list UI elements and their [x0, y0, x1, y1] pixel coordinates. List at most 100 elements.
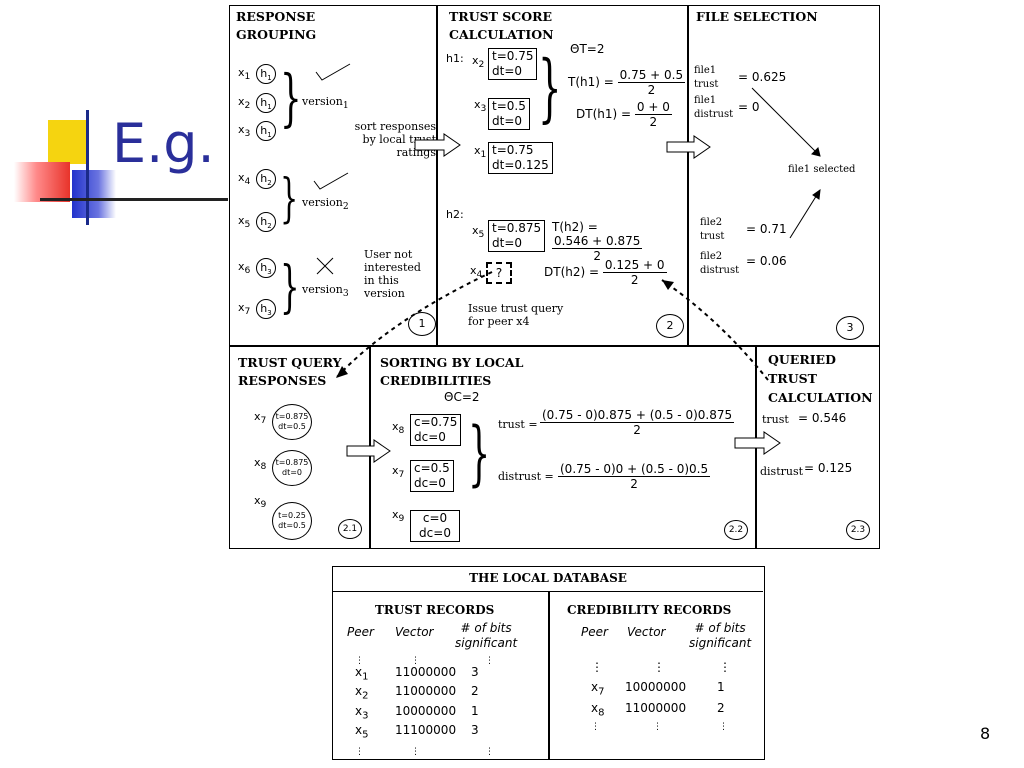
version2-label: version2 [302, 196, 349, 213]
response-list: x1 h1 x2 h1 x3 h1 } version1 sort respon… [236, 60, 436, 340]
box-x8: c=0.75 dc=0 [410, 414, 462, 446]
step-2-2: 2.2 [724, 520, 748, 540]
trust-formula-den: 2 [633, 423, 641, 437]
cross-icon [316, 257, 334, 275]
peer-x6: x6 [238, 260, 251, 277]
step-2-3: 2.3 [846, 520, 870, 540]
box-x3: t=0.5 dt=0 [488, 98, 530, 130]
dt-h1-num: 0 + 0 [634, 100, 672, 115]
panel-title: RESPONSE GROUPING [236, 9, 317, 42]
box-x1: t=0.75 dt=0.125 [488, 142, 553, 174]
h2-label: h2: [446, 208, 464, 221]
box-x9: c=0 dc=0 [410, 510, 460, 542]
dashed-query-arrows [335, 271, 769, 381]
dt-h2-num: 0.125 + 0 [602, 258, 667, 273]
check-icon [315, 63, 351, 81]
dt-h2-den: 2 [630, 273, 639, 287]
hash-h1: h1 [256, 121, 276, 141]
x2-label: x2 [472, 54, 485, 71]
query-responses-content: x7 t=0.875 dt=0.5 x8 t=0.875 dt=0 x9 t=0… [250, 400, 368, 545]
file2-distrust-val: = 0.06 [746, 254, 787, 268]
local-database: THE LOCAL DATABASE TRUST RECORDS Peer Ve… [332, 566, 765, 760]
page-number: 8 [980, 724, 991, 743]
peer-x2: x2 [238, 95, 251, 112]
x8-label: x8 [392, 420, 405, 437]
arrow-icon [666, 135, 711, 159]
logo-yellow-square [48, 120, 88, 164]
step-1: 1 [408, 312, 436, 336]
hash-h2: h2 [256, 212, 276, 232]
hash-h1: h1 [256, 93, 276, 113]
t-h1-den: 2 [647, 83, 656, 97]
slide-logo [10, 110, 120, 225]
panel-title: FILE SELECTION [696, 9, 818, 24]
x1-label: x1 [474, 144, 487, 161]
file1-trust-val: = 0.625 [738, 70, 787, 84]
arrow-icon [346, 439, 391, 463]
distrust-formula-label: distrust = [498, 470, 554, 483]
panel-title: SORTING BY LOCAL CREDIBILITIES [380, 355, 524, 388]
x8-label: x8 [254, 456, 267, 473]
credibility-records-title: CREDIBILITY RECORDS [567, 603, 732, 617]
file-selection-content: file1 trust = 0.625 file1 distrust = 0 f… [690, 60, 878, 345]
theta-c: ΘC=2 [444, 390, 480, 404]
queried-distrust-val: = 0.125 [804, 461, 853, 475]
slide-title: E.g. [112, 112, 215, 175]
panel-title: TRUST SCORE CALCULATION [449, 9, 554, 42]
file2-trust-label: file2 trust [700, 217, 725, 242]
hash-h3: h3 [256, 299, 276, 319]
col-vector: Vector [395, 625, 434, 639]
brace-sorting: } [468, 412, 491, 494]
queried-trust-label: trust [762, 413, 789, 426]
t-h1-label: T(h1) = [568, 75, 614, 89]
panel-trust-query-responses: TRUST QUERY RESPONSES [229, 345, 371, 549]
brace-version1: } [280, 61, 302, 134]
ellipsis-row: ⋮⋮⋮ [355, 746, 494, 757]
step-2-1: 2.1 [338, 519, 362, 539]
hash-h3: h3 [256, 258, 276, 278]
version1-label: version1 [302, 95, 349, 112]
trust-formula-label: trust = [498, 418, 538, 431]
distrust-formula-den: 2 [630, 477, 638, 491]
box-x5: t=0.875 dt=0 [488, 220, 546, 252]
dt-h1-label: DT(h1) = [576, 107, 632, 121]
x3-label: x3 [474, 98, 487, 115]
file2-trust-val: = 0.71 [746, 222, 787, 236]
file1-distrust-val: = 0 [738, 100, 760, 114]
col-peer: Peer [347, 625, 374, 639]
file1-distrust-label: file1 distrust [694, 95, 734, 120]
brace-version2: } [280, 169, 299, 229]
t-h2-label: T(h2) = [552, 220, 598, 234]
x7-label: x7 [254, 410, 267, 427]
h1-label: h1: [446, 52, 464, 65]
brace-h1: } [538, 45, 562, 131]
col-vector: Vector [627, 625, 666, 639]
issue-query-note: Issue trust query for peer x4 [468, 302, 564, 328]
logo-red-square [14, 162, 70, 202]
brace-version3: } [280, 255, 300, 320]
distrust-formula-num: (0.75 - 0)0 + (0.5 - 0)0.5 [558, 462, 711, 477]
peer-x1: x1 [238, 66, 251, 83]
x9-label: x9 [392, 508, 405, 525]
queried-distrust-label: distrust [760, 465, 804, 478]
x5-label: x5 [472, 224, 485, 241]
panel-response-grouping: RESPONSE GROUPING [229, 5, 438, 347]
x4-label: x4 [470, 264, 483, 281]
not-interested-note: User not interested in this version [364, 248, 421, 300]
title-underline [40, 198, 228, 201]
x9-label: x9 [254, 494, 267, 511]
response-x7: t=0.875 dt=0.5 [272, 404, 312, 440]
arrow-icon [734, 431, 781, 455]
col-bits: # of bits significant [455, 621, 518, 650]
ellipsis-row: ⋮⋮⋮ [355, 656, 494, 666]
peer-x5: x5 [238, 214, 251, 231]
ellipsis-row: ⋮⋮⋮ [591, 660, 731, 674]
